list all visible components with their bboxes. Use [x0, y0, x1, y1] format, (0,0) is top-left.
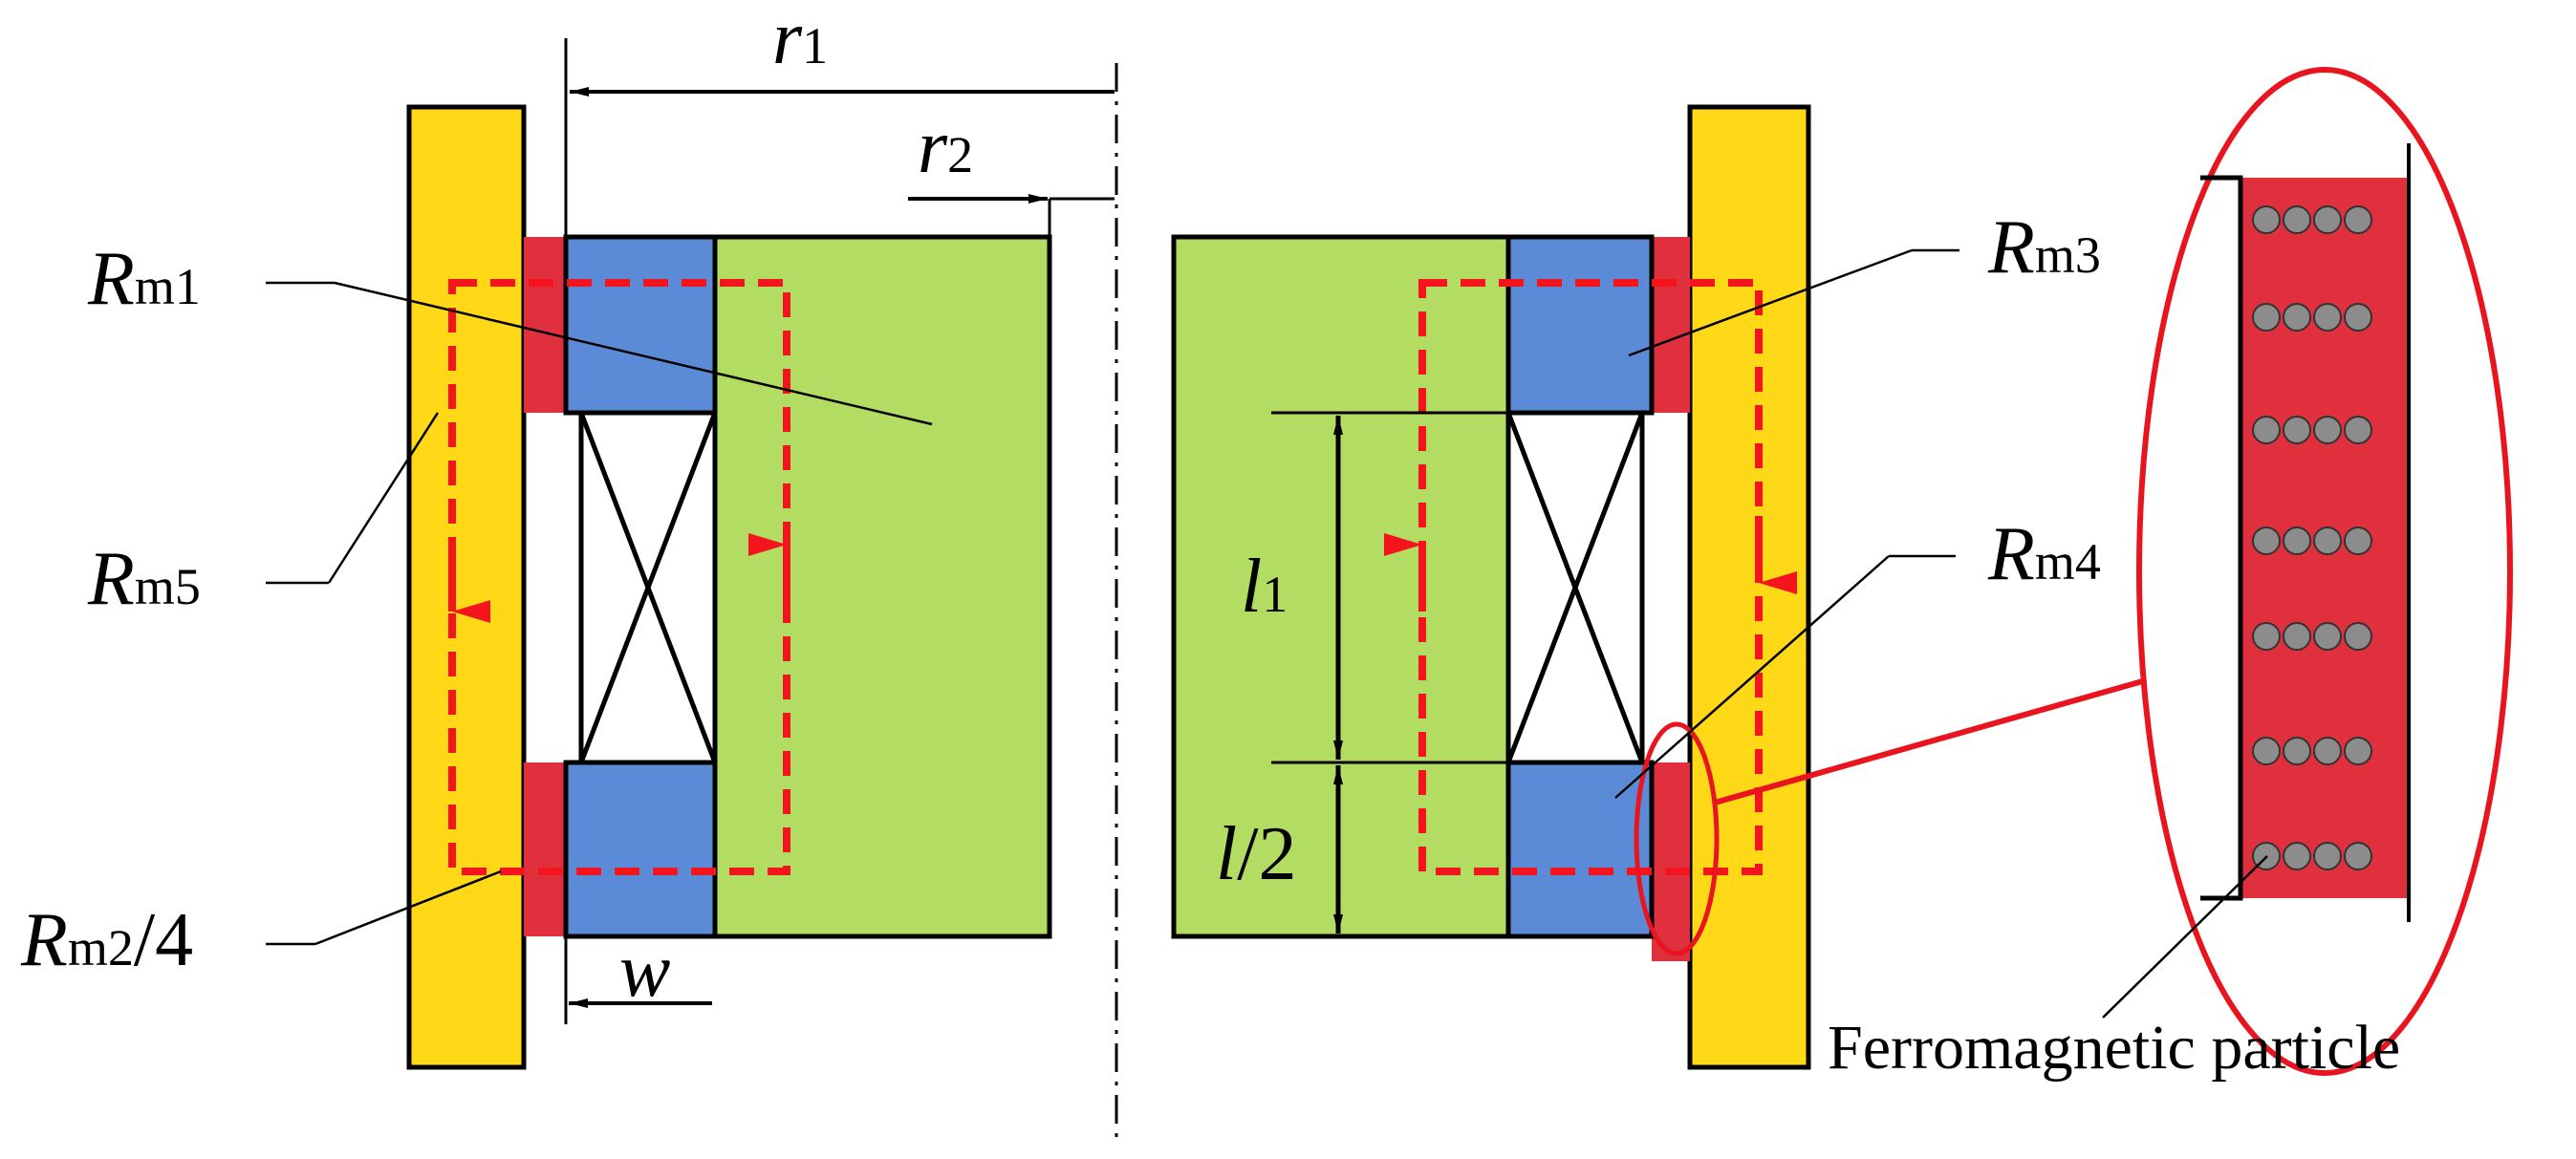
particle [2252, 526, 2281, 555]
label-rm2: Rm2/4 [20, 898, 193, 982]
particle [2313, 526, 2342, 555]
particle [2344, 416, 2372, 444]
particle [2344, 842, 2372, 870]
left-top-fluid-gap [524, 237, 566, 413]
label-lhalf: l/2 [1216, 812, 1296, 896]
right-top-fluid-gap [1652, 237, 1690, 413]
label-ferromagnetic-particle: Ferromagnetic particle [1828, 1013, 2400, 1083]
small-highlight-ellipse [1634, 721, 1720, 956]
particle [2313, 842, 2342, 870]
particle [2344, 526, 2372, 555]
particle [2283, 416, 2311, 444]
particle [2252, 622, 2281, 651]
left-coil [578, 410, 718, 765]
particle [2283, 737, 2311, 765]
left-section [406, 104, 1052, 1070]
dimension-r1 [564, 38, 1115, 237]
particle [2313, 622, 2342, 651]
particle [2313, 416, 2342, 444]
label-w: w [619, 929, 670, 1013]
right-coil [1505, 410, 1645, 765]
left-top-pole [563, 234, 718, 416]
particle [2283, 303, 2311, 332]
particle [2344, 737, 2372, 765]
right-core [1171, 234, 1511, 939]
right-bottom-fluid-gap [1652, 762, 1690, 961]
label-l1: l1 [1241, 545, 1288, 629]
dimension-r2 [908, 194, 1115, 237]
label-r1: r1 [772, 0, 828, 80]
left-core [712, 234, 1052, 939]
label-rm5: Rm5 [87, 537, 201, 621]
particle [2344, 622, 2372, 651]
particle [2252, 303, 2281, 332]
particle [2283, 526, 2311, 555]
particle-leader [2102, 855, 2268, 1019]
magnified-ellipse [2136, 67, 2513, 1076]
callout-connector [1714, 677, 2147, 805]
particle [2252, 416, 2281, 444]
left-bottom-pole [563, 760, 718, 939]
particle [2313, 205, 2342, 234]
particle [2283, 622, 2311, 651]
particle [2313, 737, 2342, 765]
leader-lines [266, 248, 1959, 946]
particle [2313, 303, 2342, 332]
left-yoke [406, 104, 527, 1070]
label-r2: r2 [918, 105, 973, 189]
particle [2344, 303, 2372, 332]
label-rm4: Rm4 [1987, 512, 2101, 596]
particle [2252, 737, 2281, 765]
particle [2252, 205, 2281, 234]
left-bottom-fluid-gap [524, 762, 566, 936]
dimension-l1-and-lhalf [1271, 411, 1508, 934]
label-rm3: Rm3 [1987, 205, 2101, 290]
magnified-pole-edge [2200, 175, 2243, 901]
right-bottom-pole [1505, 760, 1655, 939]
detail-callout [1634, 67, 2513, 1076]
right-top-pole [1505, 234, 1655, 416]
particle [2283, 842, 2311, 870]
particle [2344, 205, 2372, 234]
label-rm1: Rm1 [87, 237, 201, 321]
dimension-w [564, 936, 712, 1024]
right-yoke [1687, 104, 1811, 1070]
particle [2283, 205, 2311, 234]
